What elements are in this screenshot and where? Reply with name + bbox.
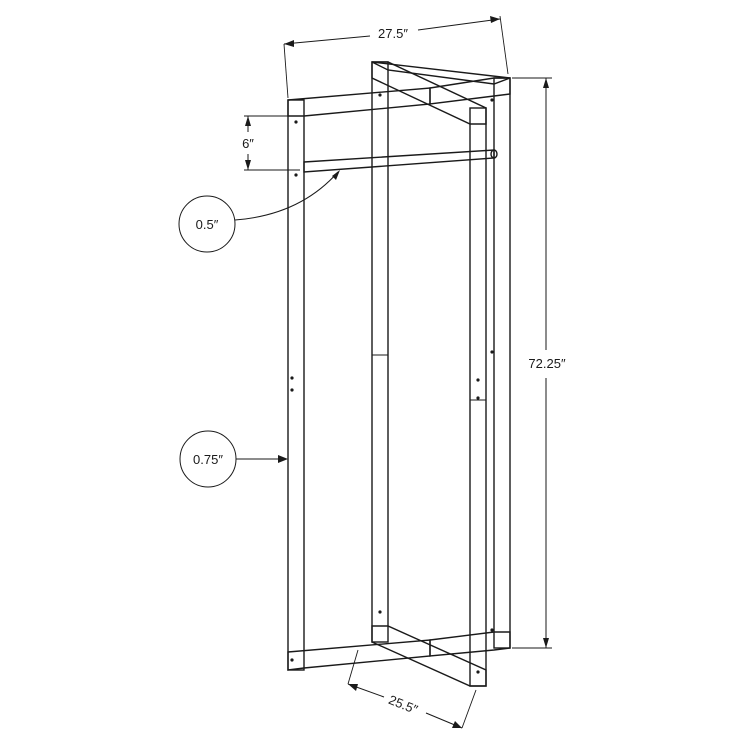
back-right-upright [493,77,511,649]
arrowhead [543,638,549,648]
cross-panel [371,61,487,687]
front-bottom-bar [287,639,431,671]
rear-left-upright [371,61,389,643]
tube-thickness-label: 0.75″ [193,452,223,467]
arrowhead [348,684,358,691]
back-top-bar [371,61,511,85]
arrowhead [278,455,288,463]
arrowhead [284,40,294,47]
hanging-rod [303,149,498,173]
tube-callout: 0.75″ [179,430,288,488]
bolt-hole [290,388,294,392]
leader-line [234,171,339,221]
arrowhead [452,721,462,728]
bolt-hole [294,173,298,177]
bolt-hole [490,350,494,354]
top-gap-label: 6″ [242,136,254,151]
depth-label: 25.5″ [387,692,421,717]
dimension-line [283,35,371,45]
bolt-hole [378,610,382,614]
width-label: 27.5″ [378,26,408,41]
rod-callout: 0.5″ [178,170,340,253]
front-top-bar [287,87,431,117]
width-dimension: 27.5″ [283,15,509,99]
cross-top-bar [371,61,487,125]
arrowhead [245,116,251,126]
arrowhead [543,78,549,88]
rod-diameter-label: 0.5″ [196,217,219,232]
callout-bubble [178,195,236,253]
top-gap-dimension: 6″ [242,115,300,171]
bolt-hole [290,376,294,380]
rod-end [490,149,498,159]
front-panel [287,87,431,671]
back-top-bar-right [429,77,511,105]
extension-line [461,689,477,729]
bolt-hole [476,670,480,674]
extension-line [347,649,359,685]
bolt-hole [378,93,382,97]
rod [303,149,495,173]
bolt-hole [290,658,294,662]
dimension-line [417,18,501,31]
bolt-hole [294,120,298,124]
bolt-hole [490,98,494,102]
height-label: 72.25″ [528,356,566,371]
arrowhead [245,160,251,170]
bolt-holes [290,93,494,674]
arrowhead [490,16,500,23]
height-dimension: 72.25″ [512,77,566,649]
bolt-hole [490,628,494,632]
extension-line [499,15,509,75]
back-panel [371,61,511,657]
bolt-hole [476,396,480,400]
extension-line [283,43,289,99]
back-bottom-bar [429,631,511,657]
cross-bottom-bar [371,625,487,687]
front-left-upright [287,99,305,671]
arrowhead [332,170,340,180]
bolt-hole [476,378,480,382]
